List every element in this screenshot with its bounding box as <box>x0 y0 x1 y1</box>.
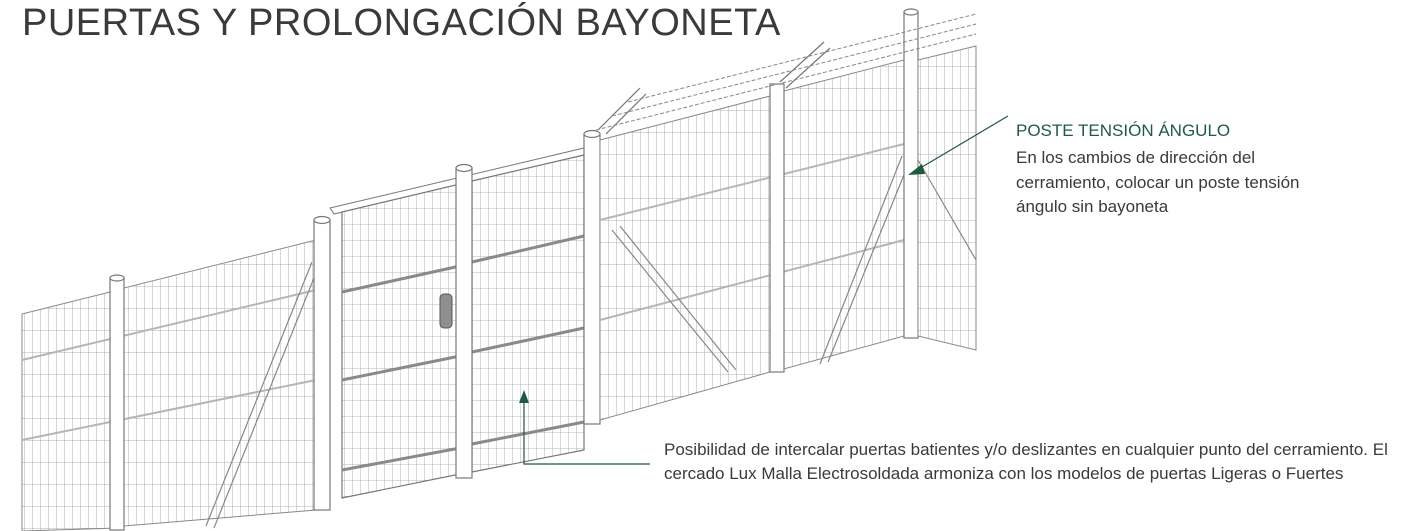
barbed-wire <box>595 13 977 131</box>
gate-lock <box>439 293 453 329</box>
gates-callout-line <box>519 390 650 465</box>
fence-panel-left <box>21 239 319 531</box>
gate-post-right <box>583 87 647 425</box>
angle-post-description: En los cambios de dirección del cerramie… <box>1016 148 1300 216</box>
arrow-diagonal-icon <box>908 164 925 175</box>
fence-panel-return <box>917 45 977 351</box>
angle-post-callout-line <box>908 115 1009 175</box>
double-gate <box>329 147 589 499</box>
gates-description: Posibilidad de intercalar puertas batien… <box>664 440 1388 483</box>
gate-post-left <box>313 215 331 511</box>
arrow-up-icon <box>519 390 529 403</box>
angle-post-heading: POSTE TENSIÓN ÁNGULO <box>1016 121 1231 140</box>
page-title: PUERTAS Y PROLONGACIÓN BAYONETA <box>22 2 781 44</box>
fence-post-left <box>109 274 125 531</box>
fence-panel-right <box>599 59 911 421</box>
